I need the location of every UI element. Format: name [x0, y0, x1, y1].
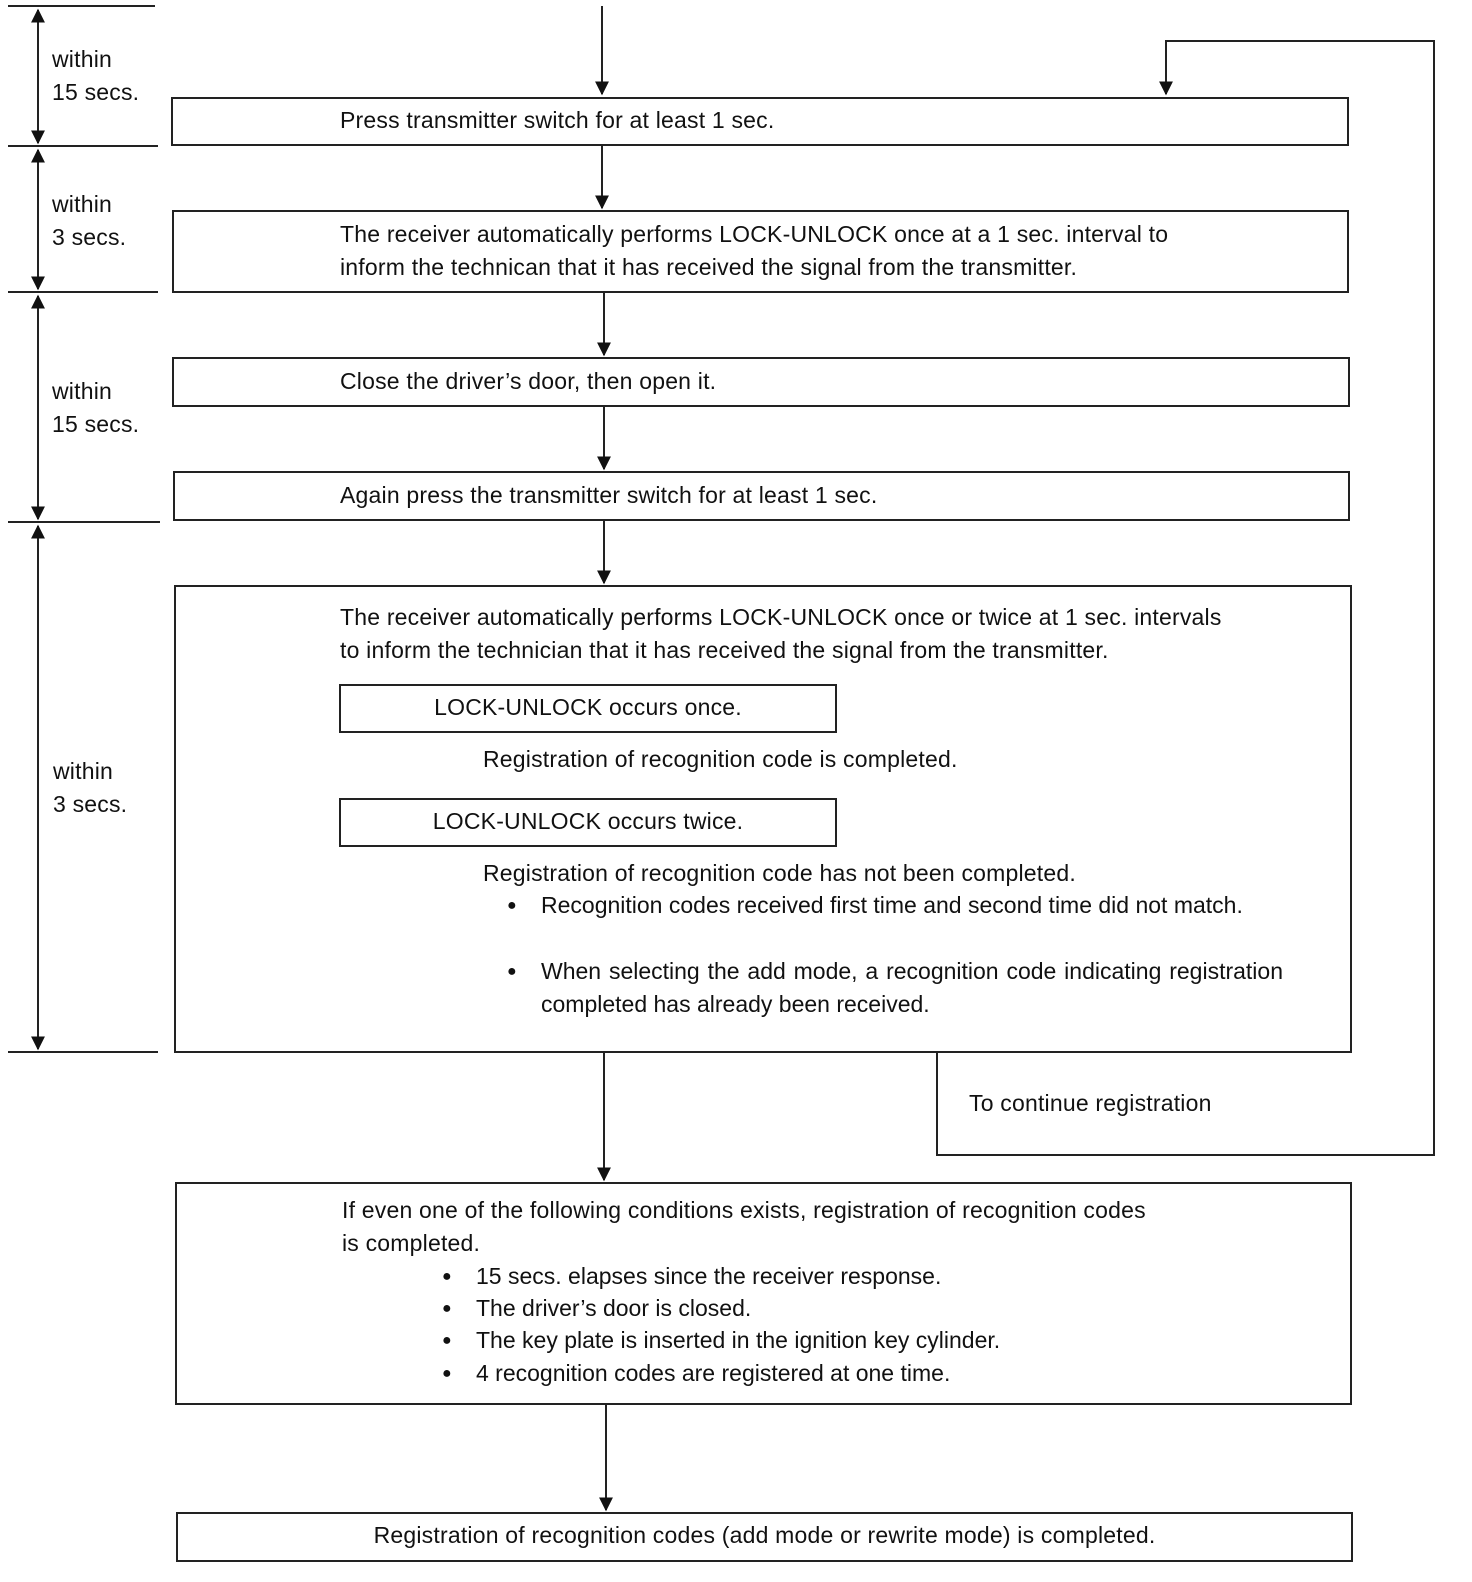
occurs-twice-box — [339, 798, 837, 847]
step-receiver-twice-box — [174, 585, 1352, 1053]
loop-back-line — [936, 40, 1435, 1156]
timing-label: 15 secs. — [52, 411, 140, 437]
step-again-press-box — [173, 471, 1350, 521]
step-receiver-once-box — [172, 210, 1349, 293]
step-conditions-line: is completed. — [342, 1230, 481, 1256]
step-receiver-once-line: inform the technican that it has receive… — [340, 254, 1078, 280]
condition-item: 4 recognition codes are registered at on… — [442, 1357, 950, 1390]
step-receiver-twice-line: The receiver automatically performs LOCK… — [340, 604, 1222, 630]
step-conditions-box — [175, 1182, 1352, 1405]
step-final-box — [176, 1512, 1353, 1562]
occurs-twice-text: LOCK-UNLOCK occurs twice. — [432, 808, 744, 834]
not-completed-text: Registration of recognition code has not… — [483, 860, 1076, 886]
step-final-text: Registration of recognition codes (add m… — [373, 1522, 1156, 1548]
timing-label: within — [52, 378, 113, 404]
step-receiver-twice-line: to inform the technician that it has rec… — [340, 637, 1109, 663]
step-conditions-line: If even one of the following conditions … — [342, 1197, 1146, 1223]
step-press-switch-text: Press transmitter switch for at least 1 … — [340, 107, 775, 133]
occurs-once-box — [339, 684, 837, 733]
timing-label: 15 secs. — [52, 79, 140, 105]
timing-label: 3 secs. — [53, 791, 128, 817]
not-completed-reason: Recognition codes received first time an… — [507, 889, 1283, 922]
timing-label: within — [53, 758, 114, 784]
step-again-press-text: Again press the transmitter switch for a… — [340, 482, 878, 508]
step-close-door-text: Close the driver’s door, then open it. — [340, 368, 717, 394]
continue-registration-label: To continue registration — [969, 1090, 1212, 1116]
condition-item: 15 secs. elapses since the receiver resp… — [442, 1260, 941, 1293]
step-receiver-once-line: The receiver automatically performs LOCK… — [340, 221, 1169, 247]
timing-label: within — [52, 191, 113, 217]
timing-label: 3 secs. — [52, 224, 127, 250]
timing-label: within — [52, 46, 113, 72]
occurs-once-text: LOCK-UNLOCK occurs once. — [434, 694, 742, 720]
not-completed-reason: When selecting the add mode, a recogniti… — [507, 955, 1283, 1021]
condition-item: The key plate is inserted in the ignitio… — [442, 1324, 1000, 1357]
step-press-switch-box — [171, 97, 1349, 146]
step-close-door-box — [172, 357, 1350, 407]
condition-item: The driver’s door is closed. — [442, 1292, 751, 1325]
completed-text: Registration of recognition code is comp… — [483, 746, 958, 772]
